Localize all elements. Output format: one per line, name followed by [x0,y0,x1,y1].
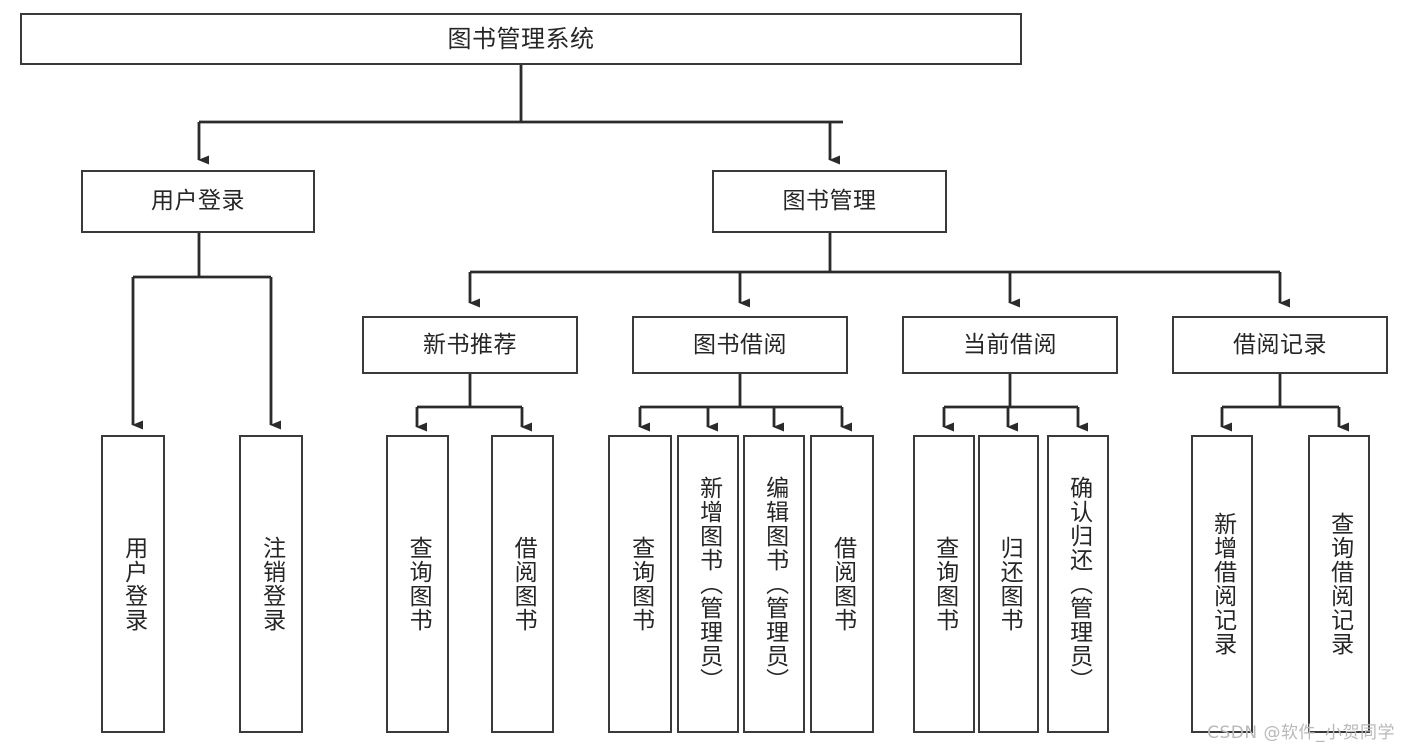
leaf-record-add-borrow-record[interactable]: 新增借阅记录 [1191,435,1253,733]
leaf-user-login-logout[interactable]: 注销登录 [239,435,303,733]
leaf-new-book-borrow[interactable]: 借阅图书 [491,435,554,733]
node-book-management-label: 图书管理 [782,188,877,214]
leaf-record-query-borrow-record[interactable]: 查询借阅记录 [1308,435,1370,733]
node-user-login[interactable]: 用户登录 [81,170,315,233]
node-new-book-recommend-label: 新书推荐 [423,331,517,358]
leaf-label: 用户登录 [120,536,147,632]
csdn-watermark: CSDN @软件_小贺同学 [1207,723,1395,743]
leaf-label: 查询借阅记录 [1326,512,1353,656]
leaf-label: 编辑图书（管理员） [761,476,788,692]
leaf-borrow-add-book-admin[interactable]: 新增图书（管理员） [677,435,739,733]
leaf-new-book-query[interactable]: 查询图书 [386,435,449,733]
leaf-label: 确认归还（管理员） [1065,476,1092,692]
leaf-current-confirm-return-admin[interactable]: 确认归还（管理员） [1047,435,1109,733]
node-user-login-label: 用户登录 [151,188,245,214]
node-root-label: 图书管理系统 [447,25,595,53]
leaf-label: 借阅图书 [510,536,537,632]
leaf-borrow-borrow-book[interactable]: 借阅图书 [810,435,874,733]
node-new-book-recommend[interactable]: 新书推荐 [362,316,578,374]
leaf-label: 归还图书 [996,536,1023,632]
leaf-label: 查询图书 [931,536,958,632]
node-book-borrow-label: 图书借阅 [693,331,787,358]
node-book-borrow[interactable]: 图书借阅 [632,316,848,374]
leaf-current-query-book[interactable]: 查询图书 [913,435,975,733]
leaf-label: 注销登录 [258,536,285,632]
node-borrow-record-label: 借阅记录 [1233,331,1327,358]
node-book-management[interactable]: 图书管理 [712,170,947,233]
leaf-borrow-query-book[interactable]: 查询图书 [608,435,672,733]
leaf-label: 新增借阅记录 [1209,512,1236,656]
leaf-user-login-login[interactable]: 用户登录 [101,435,165,733]
node-current-borrow-label: 当前借阅 [963,331,1057,358]
node-borrow-record[interactable]: 借阅记录 [1172,316,1388,374]
leaf-current-return-book[interactable]: 归还图书 [978,435,1039,733]
node-current-borrow[interactable]: 当前借阅 [902,316,1118,374]
leaf-borrow-edit-book-admin[interactable]: 编辑图书（管理员） [743,435,805,733]
leaf-label: 查询图书 [627,536,654,632]
node-root-book-management-system[interactable]: 图书管理系统 [20,13,1022,65]
leaf-label: 查询图书 [405,536,432,632]
leaf-label: 借阅图书 [829,536,856,632]
leaf-label: 新增图书（管理员） [695,476,722,692]
